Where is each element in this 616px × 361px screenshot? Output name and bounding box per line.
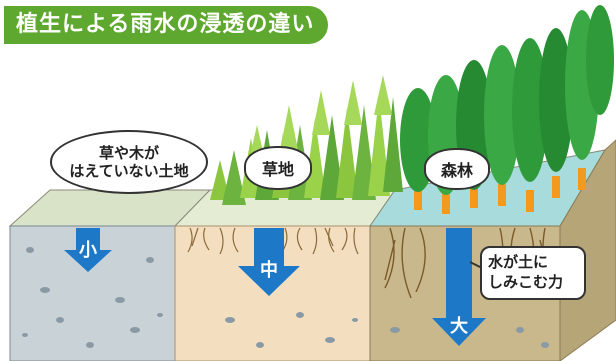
infiltration-callout: 水が土に しみこむ力 bbox=[480, 246, 586, 300]
grass-field bbox=[210, 75, 403, 205]
callout-line2: しみこむ力 bbox=[488, 273, 564, 291]
label-bare-land-line2: はえていない土地 bbox=[69, 162, 189, 180]
block-side bbox=[559, 139, 616, 361]
grass-roots bbox=[187, 227, 359, 255]
arrow-medium bbox=[238, 228, 300, 296]
infiltration-small: 小 bbox=[79, 240, 97, 261]
label-bare-land-line1: 草や木が bbox=[98, 144, 159, 162]
infiltration-large: 大 bbox=[450, 316, 468, 337]
callout-line1: 水が土に bbox=[488, 253, 549, 271]
soil-stones bbox=[22, 247, 549, 348]
infiltration-medium: 中 bbox=[260, 260, 278, 281]
arrow-large bbox=[432, 228, 486, 346]
label-forest: 森林 bbox=[424, 148, 490, 190]
page-title: 植生による雨水の浸透の違い bbox=[4, 6, 329, 44]
label-bare-land: 草や木が はえていない土地 bbox=[50, 130, 208, 194]
label-grassland: 草地 bbox=[244, 146, 312, 190]
arrow-small bbox=[64, 228, 112, 272]
